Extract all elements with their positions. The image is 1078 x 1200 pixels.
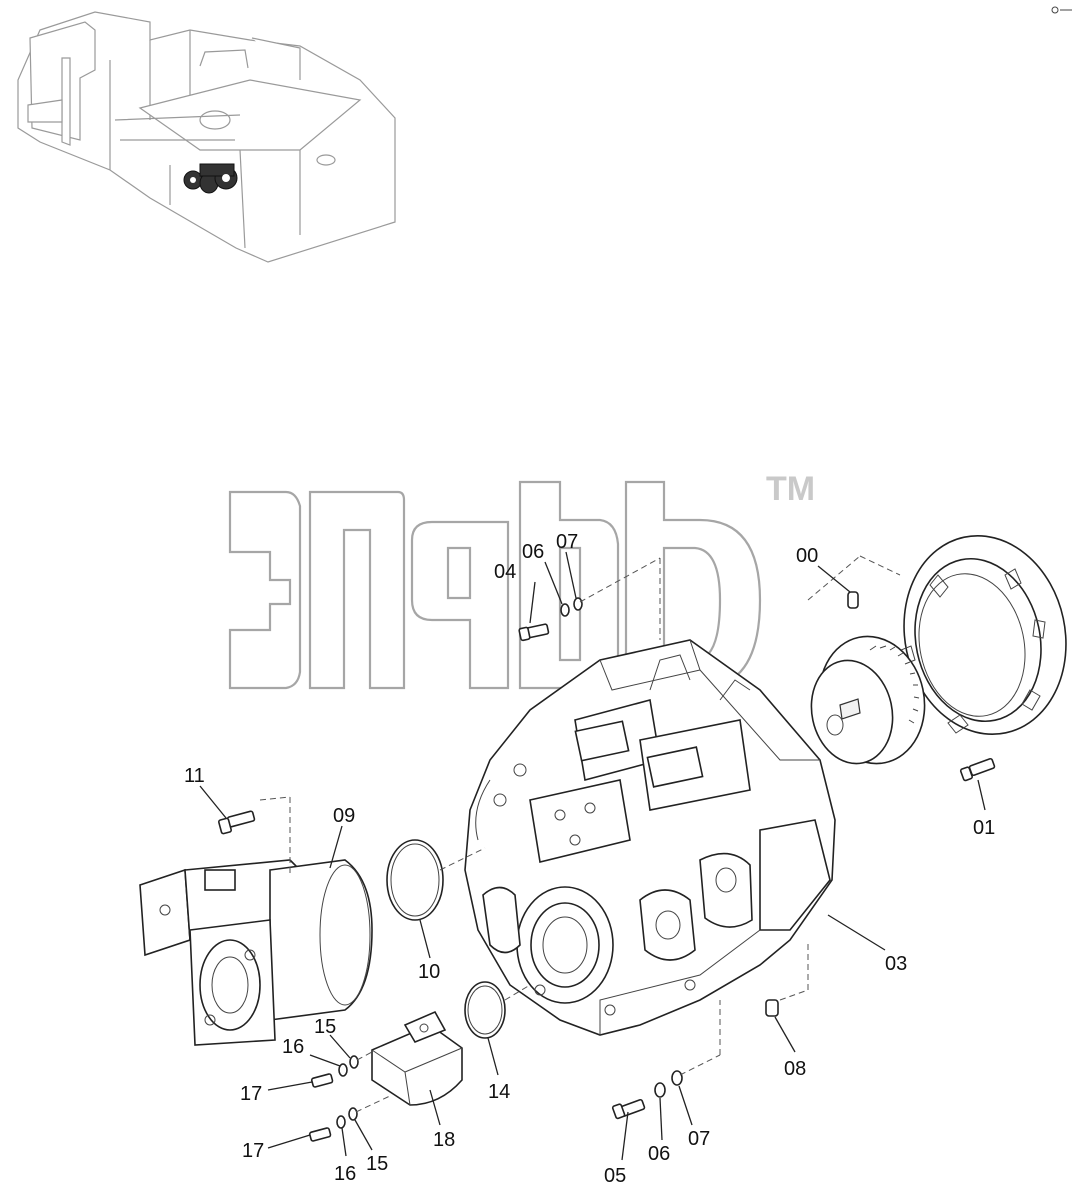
- callout-01: 01: [973, 817, 995, 839]
- bolt-04: [518, 623, 550, 642]
- washer-07-bottom: [671, 1070, 683, 1086]
- callout-08: 08: [784, 1058, 806, 1080]
- callout-03: 03: [885, 953, 907, 975]
- watermark-letter-1: [228, 490, 302, 690]
- washer-07-top: [573, 597, 583, 611]
- washer-16-lower: [336, 1115, 346, 1129]
- callout-05: 05: [604, 1165, 626, 1187]
- machine-locator-thumbnail: [17, 11, 396, 263]
- o-ring-14: [464, 981, 506, 1039]
- callout-06-bottom: 06: [648, 1143, 670, 1165]
- washer-15-upper: [349, 1055, 359, 1069]
- washer-06-bottom: [654, 1082, 666, 1098]
- callout-07-top: 07: [556, 531, 578, 553]
- callout-04: 04: [494, 561, 516, 583]
- washer-15-lower: [348, 1107, 358, 1121]
- washer-16-upper: [338, 1063, 348, 1077]
- corner-mark-icon: [1051, 6, 1072, 14]
- watermark-letter-4: [518, 480, 620, 690]
- bolt-11: [218, 810, 256, 835]
- callout-labels: 04 06 07 00 01 03 11 09 10 14 08 15 16 1…: [184, 531, 995, 1187]
- main-pump-assembly: [464, 639, 836, 1036]
- adapter-block-18: [371, 1010, 463, 1106]
- callout-15-upper: 15: [314, 1016, 336, 1038]
- assembly-lines: [259, 555, 901, 1113]
- watermark-letter-3: [410, 520, 510, 690]
- watermark-logo: TM: [228, 470, 815, 690]
- watermark-letter-2: [308, 490, 406, 690]
- callout-10: 10: [418, 961, 440, 983]
- bolt-17-upper: [310, 1073, 334, 1088]
- o-ring-10: [386, 839, 444, 921]
- callout-16-lower: 16: [334, 1163, 356, 1185]
- callout-16-upper: 16: [282, 1036, 304, 1058]
- callout-15-lower: 15: [366, 1153, 388, 1175]
- bolt-17-lower: [308, 1127, 332, 1142]
- bolt-05: [611, 1098, 646, 1120]
- plug-08: [765, 999, 779, 1017]
- callout-17-upper: 17: [240, 1083, 262, 1105]
- leader-lines: [199, 551, 986, 1161]
- dowel-pin-00: [847, 591, 859, 609]
- callout-14: 14: [488, 1081, 510, 1103]
- callout-07-bottom: 07: [688, 1128, 710, 1150]
- callout-11: 11: [184, 765, 205, 787]
- excavator-body-outline: [17, 11, 396, 263]
- callout-09: 09: [333, 805, 355, 827]
- coupling-ring-gear: [900, 534, 1067, 736]
- auxiliary-pump-09: [139, 859, 373, 1046]
- callout-17-lower: 17: [242, 1140, 264, 1162]
- callout-18: 18: [433, 1129, 455, 1151]
- coupling-hub-gear: [810, 635, 926, 765]
- bolt-01: [959, 757, 996, 782]
- callout-06-top: 06: [522, 541, 544, 563]
- pump-location-marker: [183, 163, 238, 194]
- washer-06-top: [560, 603, 570, 617]
- callout-00: 00: [796, 545, 818, 567]
- watermark-trademark: TM: [766, 470, 815, 508]
